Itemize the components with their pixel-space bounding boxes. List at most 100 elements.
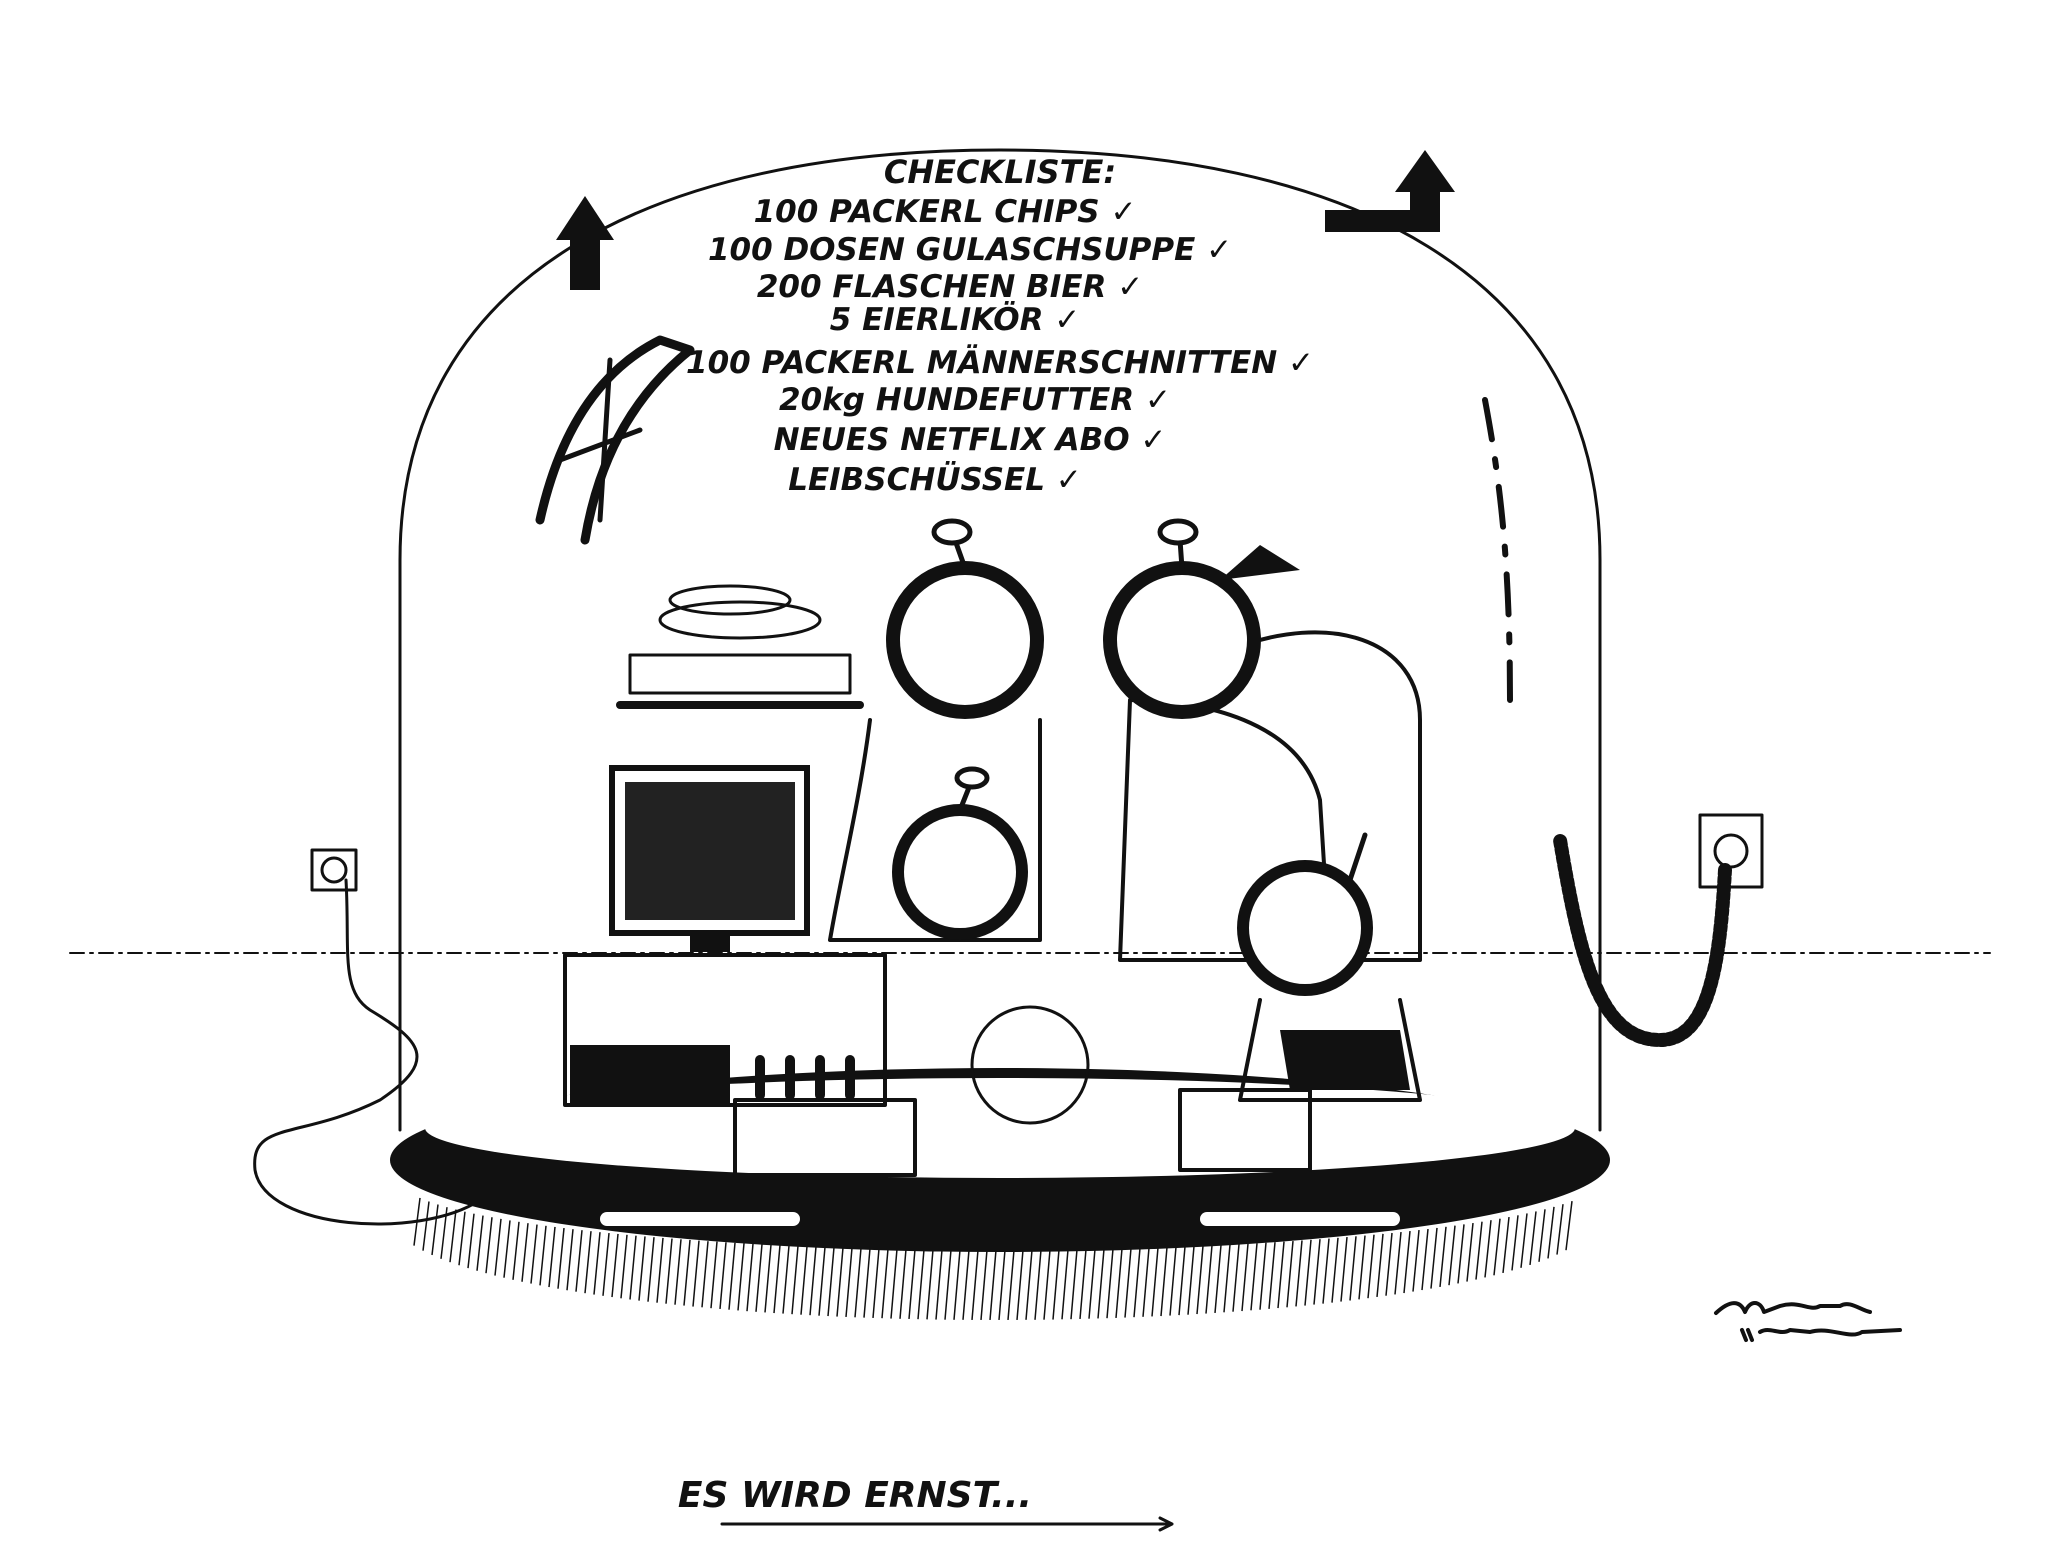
hatch-line: [503, 1220, 511, 1278]
hatch-line: [1565, 1201, 1573, 1251]
hatch-line: [629, 1235, 637, 1300]
checklist-item: LEIBSCHÜSSEL ✓: [788, 461, 1082, 498]
hatch-line: [1070, 1249, 1078, 1320]
hatch-line: [719, 1242, 727, 1310]
base-shadow-hatching: [413, 1197, 1573, 1321]
hatch-line: [1376, 1233, 1384, 1298]
hatch-line: [485, 1217, 493, 1274]
checklist: CHECKLISTE: 100 PACKERL CHIPS ✓100 DOSEN…: [686, 153, 1314, 498]
hatch-line: [566, 1229, 574, 1291]
hatch-line: [1169, 1246, 1177, 1316]
hatch-line: [1367, 1234, 1375, 1299]
hatch-line: [953, 1249, 961, 1320]
hatch-line: [1160, 1247, 1168, 1317]
hatch-line: [1493, 1218, 1501, 1276]
hatch-line: [1241, 1243, 1249, 1312]
hatch-line: [1538, 1209, 1546, 1262]
hatch-line: [1457, 1224, 1465, 1284]
hatch-line: [962, 1249, 970, 1320]
hatch-line: [1322, 1238, 1330, 1304]
hatch-line: [521, 1223, 529, 1282]
hatch-line: [908, 1249, 916, 1320]
hatch-line: [773, 1245, 781, 1314]
hatch-line: [1196, 1245, 1204, 1315]
hatch-line: [1250, 1243, 1258, 1311]
hatch-line: [674, 1239, 682, 1305]
dome-highlight: [1482, 397, 1513, 703]
hatch-line: [1142, 1247, 1150, 1317]
hatch-line: [1466, 1222, 1474, 1282]
hatch-line: [890, 1248, 898, 1319]
hatch-line: [1052, 1249, 1060, 1320]
hatch-line: [1205, 1245, 1213, 1314]
hatch-line: [476, 1215, 484, 1271]
check-mark-icon: ✓: [1145, 382, 1171, 418]
hatch-line: [737, 1243, 745, 1311]
hatch-line: [1151, 1247, 1159, 1317]
hatch-line: [836, 1247, 844, 1317]
hatch-line: [1016, 1249, 1024, 1320]
hatch-line: [791, 1245, 799, 1315]
hatch-line: [1304, 1239, 1312, 1306]
hatch-line: [638, 1236, 646, 1301]
hatch-line: [1547, 1206, 1555, 1259]
hatch-line: [1529, 1211, 1537, 1266]
hatch-line: [1556, 1204, 1564, 1255]
television: [609, 765, 810, 952]
hatch-line: [512, 1221, 520, 1280]
check-mark-icon: ✓: [1288, 345, 1314, 381]
hatch-line: [710, 1241, 718, 1309]
hatch-line: [1124, 1248, 1132, 1318]
hatch-line: [1484, 1220, 1492, 1278]
hatch-line: [1331, 1237, 1339, 1303]
checklist-item: 100 PACKERL CHIPS ✓: [754, 194, 1137, 230]
hatch-line: [449, 1209, 457, 1263]
hatch-line: [1340, 1237, 1348, 1302]
hatch-line: [1295, 1240, 1303, 1307]
hatch-line: [764, 1244, 772, 1313]
hatch-line: [1502, 1216, 1510, 1274]
check-mark-icon: ✓: [1110, 194, 1136, 230]
supply-crates: [563, 953, 1312, 1177]
hatch-line: [818, 1246, 826, 1316]
hatch-line: [692, 1240, 700, 1307]
hatch-line: [971, 1249, 979, 1320]
hatch-line: [557, 1228, 565, 1289]
hatch-line: [647, 1237, 655, 1302]
shelf-with-jars: [616, 584, 864, 709]
hatch-line: [701, 1241, 709, 1308]
hatch-line: [1061, 1249, 1069, 1320]
hatch-line: [458, 1211, 466, 1266]
hatch-line: [548, 1226, 556, 1288]
hatch-line: [917, 1249, 925, 1320]
hatch-line: [980, 1249, 988, 1321]
hatch-line: [1403, 1231, 1411, 1294]
hatch-line: [575, 1230, 583, 1292]
hatch-line: [1439, 1226, 1447, 1287]
check-mark-icon: ✓: [1056, 462, 1082, 498]
hatch-line: [413, 1197, 421, 1246]
hatch-line: [611, 1233, 619, 1298]
check-mark-icon: ✓: [1140, 422, 1166, 458]
hatch-line: [1025, 1249, 1033, 1320]
hatch-line: [467, 1213, 475, 1269]
dome-base: [390, 1068, 1610, 1252]
hatch-line: [1079, 1249, 1087, 1320]
hatch-line: [1448, 1225, 1456, 1286]
hatch-line: [422, 1201, 430, 1251]
hatch-line: [1133, 1248, 1141, 1318]
artist-signature: [1714, 1301, 1902, 1342]
check-mark-icon: ✓: [1206, 232, 1232, 268]
glass-dome: [398, 148, 1602, 1132]
hatch-line: [800, 1246, 808, 1315]
hatch-line: [1223, 1244, 1231, 1313]
hatch-line: [593, 1232, 601, 1295]
hatch-line: [746, 1243, 754, 1312]
hatch-line: [809, 1246, 817, 1316]
hatch-line: [530, 1224, 538, 1284]
hatch-line: [431, 1204, 439, 1256]
hatch-line: [755, 1244, 763, 1312]
child-figure-1: [892, 766, 1028, 940]
vent-pipe-right: [1325, 150, 1455, 232]
